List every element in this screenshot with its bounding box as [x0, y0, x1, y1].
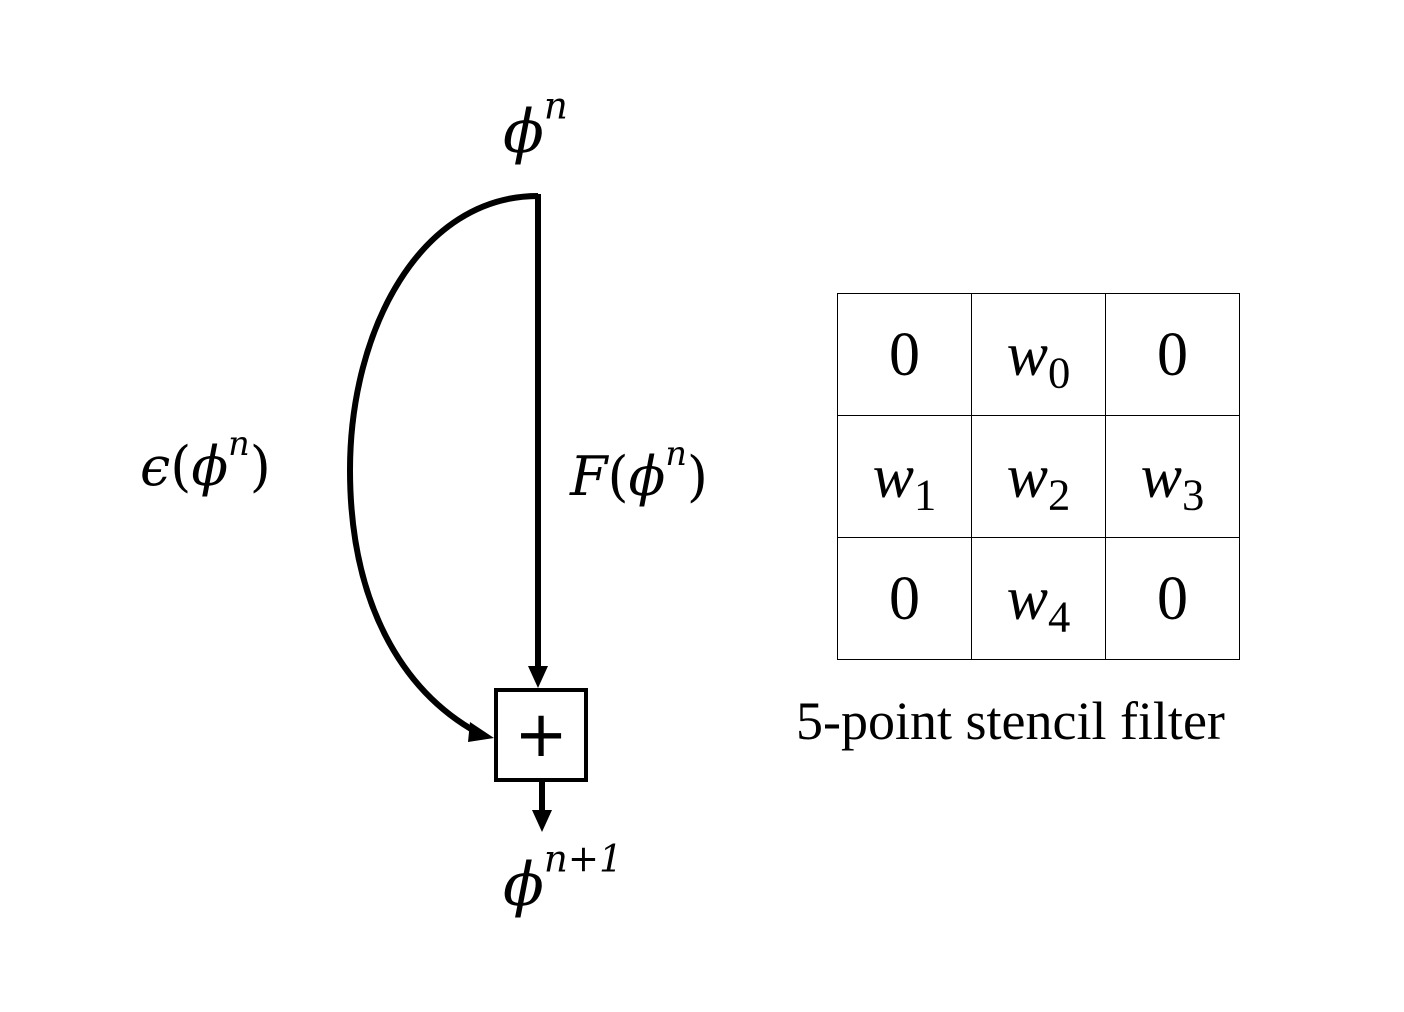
- plus-icon: +: [514, 698, 568, 772]
- right-branch-open-paren: (: [607, 445, 629, 508]
- input-superscript: n: [543, 83, 568, 128]
- stencil-cell: 0: [1105, 293, 1240, 416]
- stencil-row: 0 w4 0: [837, 537, 1240, 660]
- stencil-zero-value: 0: [889, 320, 920, 389]
- output-symbol: ϕ: [503, 850, 544, 920]
- stencil-cell: 0: [837, 537, 972, 660]
- right-branch-label: F(ϕn): [570, 437, 708, 504]
- left-branch-curve: [346, 193, 539, 736]
- stencil-weight-var: w: [1006, 564, 1049, 633]
- output-superscript: n+1: [543, 836, 623, 881]
- stencil-zero-value: 0: [1157, 320, 1188, 389]
- stencil-cell: 0: [837, 293, 972, 416]
- output-arrowhead: [532, 810, 552, 832]
- stencil-cell: w2: [971, 415, 1106, 538]
- stencil-weight-var: w: [1140, 442, 1183, 511]
- stencil-weight-index: 1: [914, 468, 937, 519]
- right-branch-func: F: [570, 445, 608, 508]
- stencil-zero-value: 0: [889, 564, 920, 633]
- stencil-weight-index: 2: [1048, 468, 1071, 519]
- stencil-cell: 0: [1105, 537, 1240, 660]
- right-branch-arrowhead: [528, 666, 548, 688]
- stencil-weight-var: w: [872, 442, 915, 511]
- left-branch-close-paren: ): [249, 435, 271, 498]
- left-branch-func: ϵ: [140, 435, 171, 498]
- input-label: ϕn: [503, 87, 568, 162]
- right-branch-close-paren: ): [686, 445, 708, 508]
- left-branch-arg-superscript: n: [228, 423, 250, 463]
- stencil-weight-var: w: [1006, 442, 1049, 511]
- stencil-cell: w4: [971, 537, 1106, 660]
- stencil-weight-index: 0: [1048, 346, 1071, 397]
- sum-node: +: [494, 688, 588, 782]
- left-branch-label: ϵ(ϕn): [140, 427, 271, 494]
- input-symbol: ϕ: [503, 97, 544, 167]
- left-branch-open-paren: (: [170, 435, 192, 498]
- output-label: ϕn+1: [503, 840, 623, 915]
- right-branch-arg-symbol: ϕ: [628, 445, 666, 508]
- stencil-cell: w3: [1105, 415, 1240, 538]
- stencil-weight-index: 3: [1182, 468, 1205, 519]
- stencil-caption: 5-point stencil filter: [796, 691, 1225, 751]
- left-branch-arg-symbol: ϕ: [191, 435, 229, 498]
- left-branch-arrowhead: [468, 722, 494, 742]
- stencil-cell: w1: [837, 415, 972, 538]
- right-branch-arg-superscript: n: [665, 433, 687, 473]
- stencil-cell: w0: [971, 293, 1106, 416]
- stencil-weight-var: w: [1006, 320, 1049, 389]
- stencil-zero-value: 0: [1157, 564, 1188, 633]
- stencil-weight-index: 4: [1048, 590, 1071, 641]
